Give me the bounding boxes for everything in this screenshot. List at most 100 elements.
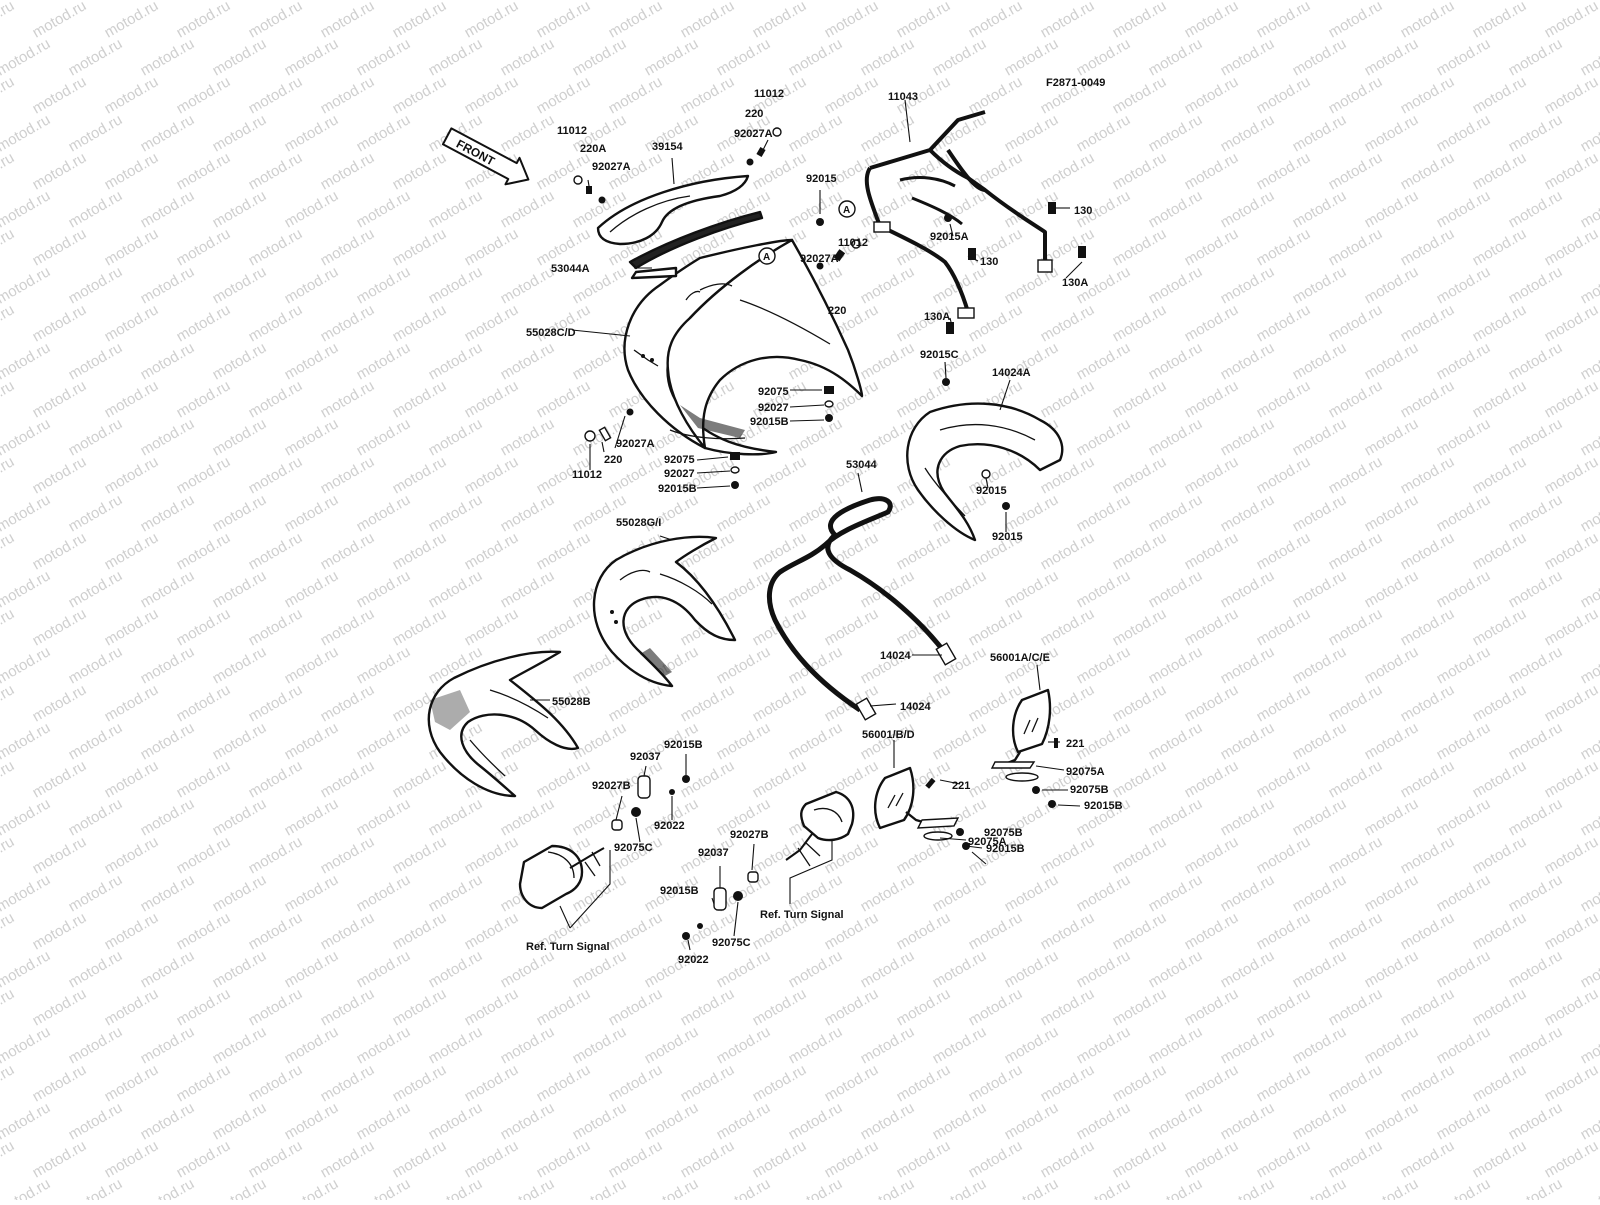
part-label: 92075B	[984, 827, 1023, 839]
watermark-text: motod.ru	[318, 0, 378, 41]
watermark-text: motod.ru	[1470, 529, 1530, 573]
watermark-text: motod.ru	[318, 1137, 378, 1181]
watermark-text: motod.ru	[1326, 73, 1386, 117]
watermark-text: motod.ru	[858, 111, 918, 155]
watermark-text: motod.ru	[750, 985, 810, 1029]
watermark-text: motod.ru	[246, 757, 306, 801]
part-label: 92027B	[730, 829, 769, 841]
part-label: 11012	[838, 237, 868, 249]
watermark-text: motod.ru	[0, 1061, 17, 1105]
watermark-text: motod.ru	[174, 0, 234, 41]
watermark-text: motod.ru	[1182, 985, 1242, 1029]
watermark-text: motod.ru	[174, 757, 234, 801]
watermark-text: motod.ru	[498, 263, 558, 307]
watermark-text: motod.ru	[1542, 833, 1600, 877]
part-label: 92027A	[800, 253, 839, 265]
watermark-text: motod.ru	[426, 795, 486, 839]
watermark-text: motod.ru	[66, 111, 126, 155]
watermark-text: motod.ru	[66, 339, 126, 383]
watermark-text: motod.ru	[1434, 795, 1494, 839]
watermark-text: motod.ru	[318, 833, 378, 877]
watermark-text: motod.ru	[1362, 35, 1422, 79]
watermark-text: motod.ru	[462, 377, 522, 421]
watermark-text: motod.ru	[1578, 719, 1600, 763]
watermark-text: motod.ru	[930, 947, 990, 991]
watermark-text: motod.ru	[498, 187, 558, 231]
watermark-text: motod.ru	[1290, 871, 1350, 915]
watermark-text: motod.ru	[1110, 1137, 1170, 1181]
watermark-text: motod.ru	[1038, 149, 1098, 193]
watermark-text: motod.ru	[0, 1175, 53, 1200]
watermark-text: motod.ru	[282, 1099, 342, 1143]
watermark-text: motod.ru	[498, 795, 558, 839]
watermark-text: motod.ru	[282, 643, 342, 687]
watermark-text: motod.ru	[138, 35, 198, 79]
watermark-text: motod.ru	[498, 491, 558, 535]
watermark-text: motod.ru	[426, 1099, 486, 1143]
watermark-text: motod.ru	[1074, 643, 1134, 687]
watermark-text: motod.ru	[138, 415, 198, 459]
watermark-text: motod.ru	[1506, 263, 1566, 307]
watermark-text: motod.ru	[318, 605, 378, 649]
watermark-text: motod.ru	[570, 1023, 630, 1067]
watermark-text: motod.ru	[966, 909, 1026, 953]
watermark-text: motod.ru	[1434, 1023, 1494, 1067]
watermark-text: motod.ru	[102, 529, 162, 573]
watermark-text: motod.ru	[714, 35, 774, 79]
watermark-text: motod.ru	[1074, 1099, 1134, 1143]
watermark-text: motod.ru	[390, 301, 450, 345]
watermark-text: motod.ru	[0, 909, 17, 953]
watermark-text: motod.ru	[1362, 719, 1422, 763]
watermark-text: motod.ru	[102, 909, 162, 953]
watermark-text: motod.ru	[1110, 605, 1170, 649]
part-label: 220	[745, 108, 763, 120]
ref-label: Ref. Turn Signal	[760, 909, 844, 921]
watermark-text: motod.ru	[1470, 605, 1530, 649]
watermark-text: motod.ru	[1002, 1023, 1062, 1067]
watermark-text: motod.ru	[174, 225, 234, 269]
watermark-text: motod.ru	[1326, 149, 1386, 193]
watermark-text: motod.ru	[426, 1175, 486, 1200]
watermark-text: motod.ru	[30, 529, 90, 573]
watermark-text: motod.ru	[138, 1099, 198, 1143]
watermark-text: motod.ru	[1578, 1175, 1600, 1200]
watermark-text: motod.ru	[354, 567, 414, 611]
part-label: 11043	[888, 91, 918, 103]
watermark-text: motod.ru	[138, 947, 198, 991]
part-label: 92027A	[734, 128, 773, 140]
watermark-text: motod.ru	[498, 339, 558, 383]
watermark-text: motod.ru	[1470, 833, 1530, 877]
watermark-text: motod.ru	[426, 35, 486, 79]
watermark-text: motod.ru	[1110, 985, 1170, 1029]
watermark-text: motod.ru	[570, 719, 630, 763]
watermark-text: motod.ru	[1254, 0, 1314, 41]
watermark-text: motod.ru	[390, 833, 450, 877]
watermark-text: motod.ru	[1578, 339, 1600, 383]
watermark-text: motod.ru	[318, 681, 378, 725]
watermark-text: motod.ru	[894, 1137, 954, 1181]
watermark-text: motod.ru	[1002, 111, 1062, 155]
watermark-text: motod.ru	[1398, 605, 1458, 649]
watermark-text: motod.ru	[66, 871, 126, 915]
watermark-text: motod.ru	[354, 1099, 414, 1143]
watermark-text: motod.ru	[1362, 947, 1422, 991]
watermark-text: motod.ru	[1362, 1099, 1422, 1143]
watermark-text: motod.ru	[174, 833, 234, 877]
watermark-text: motod.ru	[1182, 757, 1242, 801]
watermark-text: motod.ru	[174, 985, 234, 1029]
watermark-text: motod.ru	[0, 149, 17, 193]
watermark-text: motod.ru	[462, 1137, 522, 1181]
watermark-text: motod.ru	[1254, 529, 1314, 573]
watermark-text: motod.ru	[30, 605, 90, 649]
watermark-text: motod.ru	[1290, 263, 1350, 307]
part-label: 92027A	[592, 161, 631, 173]
watermark-text: motod.ru	[354, 719, 414, 763]
watermark-text: motod.ru	[858, 1023, 918, 1067]
watermark-text: motod.ru	[462, 529, 522, 573]
watermark-text: motod.ru	[282, 795, 342, 839]
watermark-text: motod.ru	[1254, 605, 1314, 649]
watermark-text: motod.ru	[1542, 301, 1600, 345]
watermark-text: motod.ru	[858, 1175, 918, 1200]
watermark-text: motod.ru	[1470, 453, 1530, 497]
watermark-text: motod.ru	[210, 1099, 270, 1143]
